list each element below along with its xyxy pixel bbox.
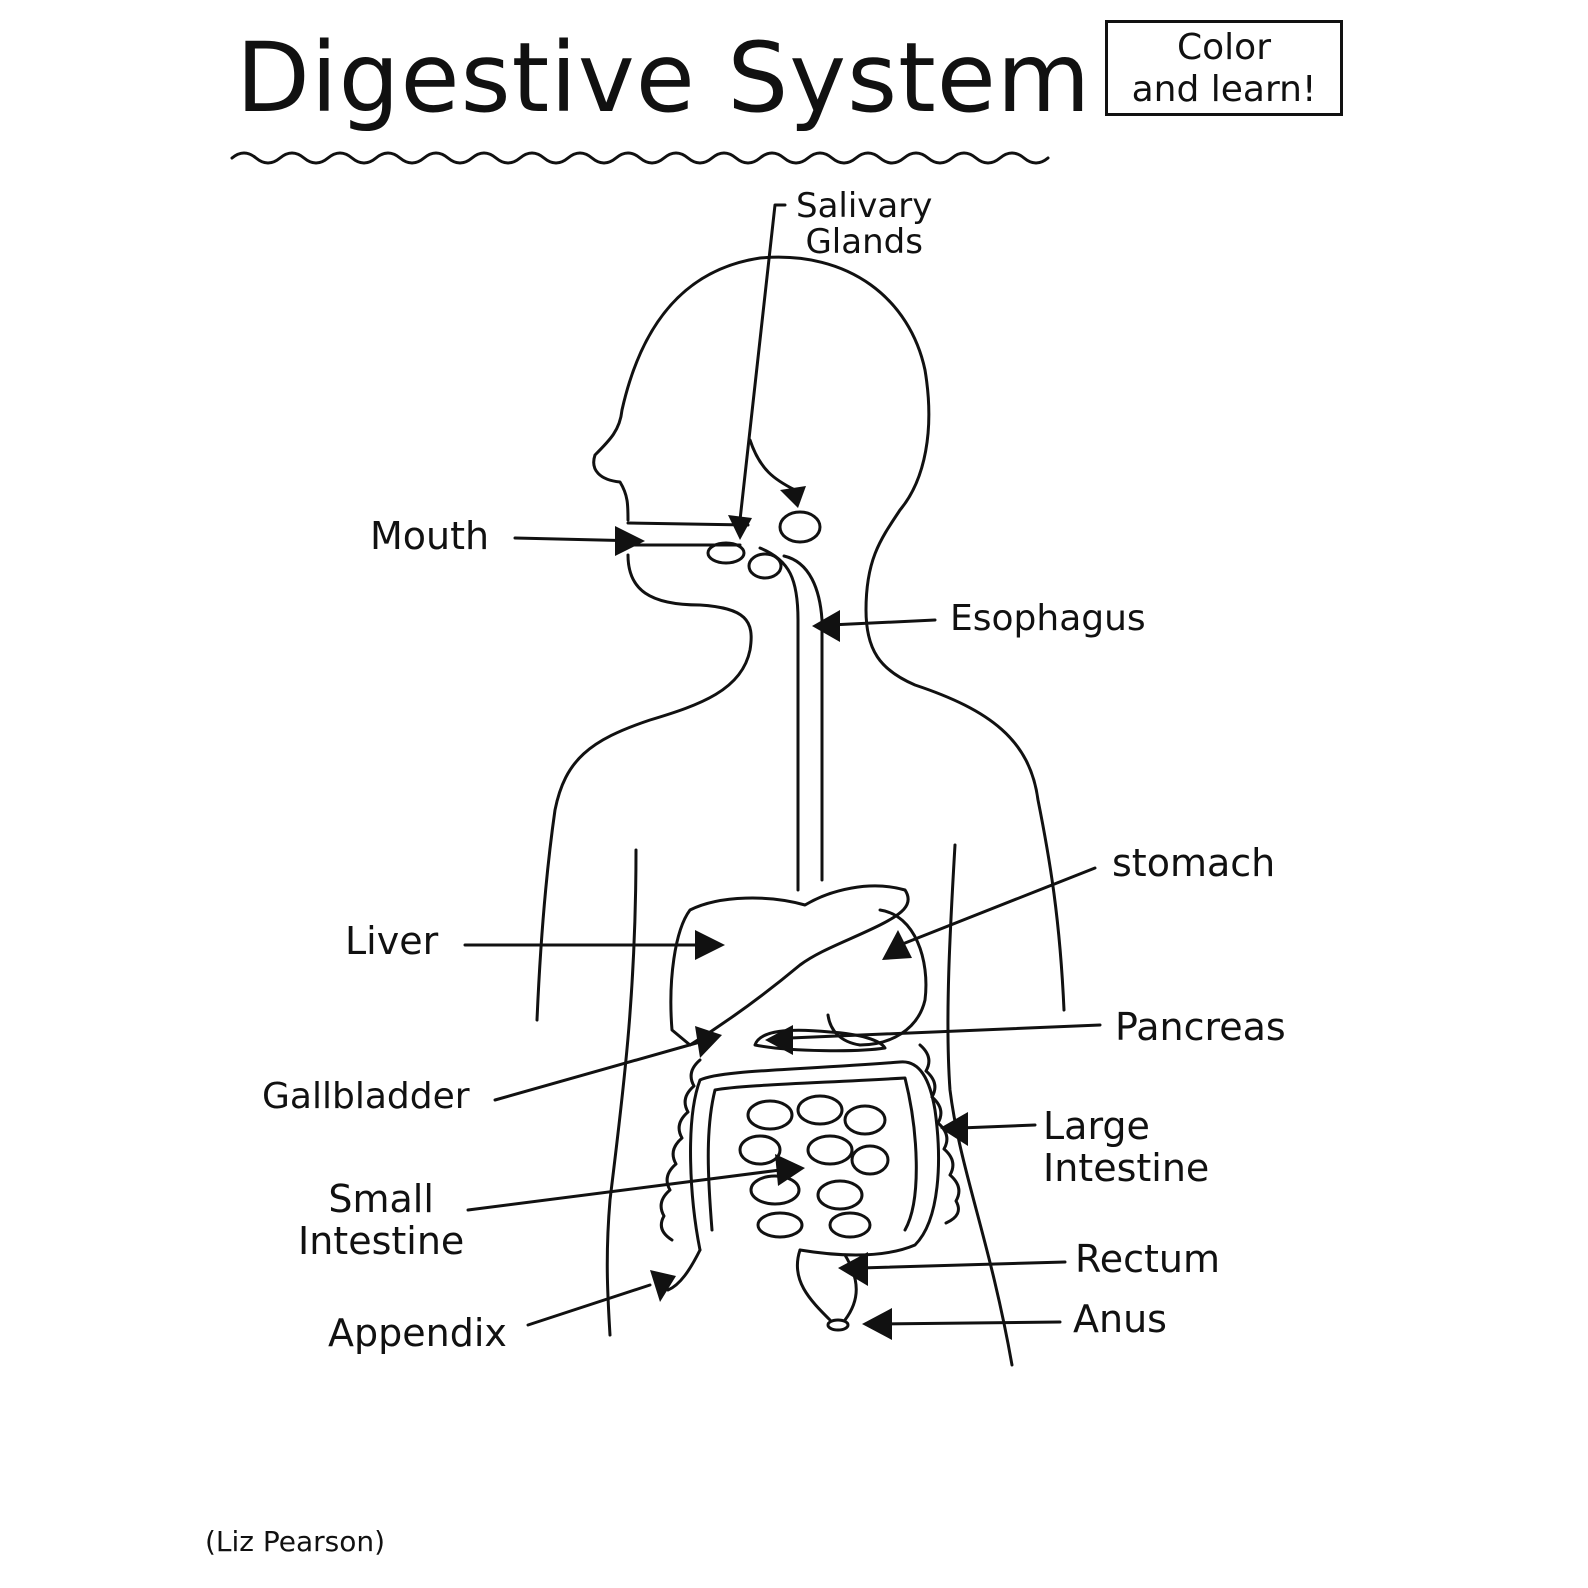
label-small-line-1: Small [328,1177,434,1221]
pointer-stomach [882,866,1097,960]
label-large-line-2: Intestine [1043,1146,1210,1190]
label-large-line-1: Large [1043,1104,1150,1148]
pointer-liver [463,930,725,960]
salivary-gland-lower-right [747,552,783,580]
label-esophagus: Esophagus [950,598,1146,639]
label-small-line-2: Intestine [298,1219,465,1263]
esophagus-tube [758,546,824,892]
label-small-intestine: Small Intestine [298,1178,464,1262]
label-anus: Anus [1073,1297,1167,1341]
left-shoulder [535,553,753,1022]
pointer-small-intestine [466,1154,805,1212]
label-salivary-line-2: Glands [805,222,923,262]
label-stomach: stomach [1112,841,1276,885]
label-salivary-glands: Salivary Glands [796,188,932,260]
pancreas-shape [753,1028,887,1053]
large-intestine-shape [689,1060,940,1257]
author-credit: (Liz Pearson) [205,1525,386,1558]
torso-left-line [605,848,638,1337]
label-appendix: Appendix [328,1311,507,1355]
pointer-mouth [513,526,645,556]
badge-line-1: Color [1177,27,1271,68]
pointer-rectum [838,1252,1067,1286]
label-liver: Liver [345,919,439,963]
pointer-pancreas [765,1023,1102,1055]
appendix-shape [666,1248,702,1292]
stomach-shape [826,908,928,1047]
pointer-salivary-glands [728,203,806,540]
label-large-intestine: Large Intestine [1043,1105,1209,1189]
small-intestine-coils [738,1094,890,1239]
liver-shape [669,884,910,1047]
pointer-esophagus [812,610,937,642]
mouth-upper-line [626,521,750,527]
badge-line-2: and learn! [1131,69,1317,110]
label-rectum: Rectum [1075,1237,1220,1281]
pointer-gallbladder [493,1026,722,1102]
color-and-learn-badge: Color and learn! [1105,20,1343,116]
label-pancreas: Pancreas [1115,1005,1286,1049]
page-title: Digestive System [236,22,1092,134]
large-intestine-wavy-border [659,1043,961,1242]
salivary-gland-upper [778,510,822,544]
pointer-appendix [526,1270,676,1327]
label-gallbladder: Gallbladder [262,1076,470,1117]
pointer-large-intestine [940,1112,1037,1146]
label-salivary-line-1: Salivary [796,186,933,226]
salivary-gland-lower-left [706,541,746,565]
anus-shape [826,1318,850,1332]
rectum-shape [795,1248,858,1322]
pointer-anus [862,1308,1062,1340]
label-mouth: Mouth [370,514,490,558]
head-outline [592,255,1066,1012]
